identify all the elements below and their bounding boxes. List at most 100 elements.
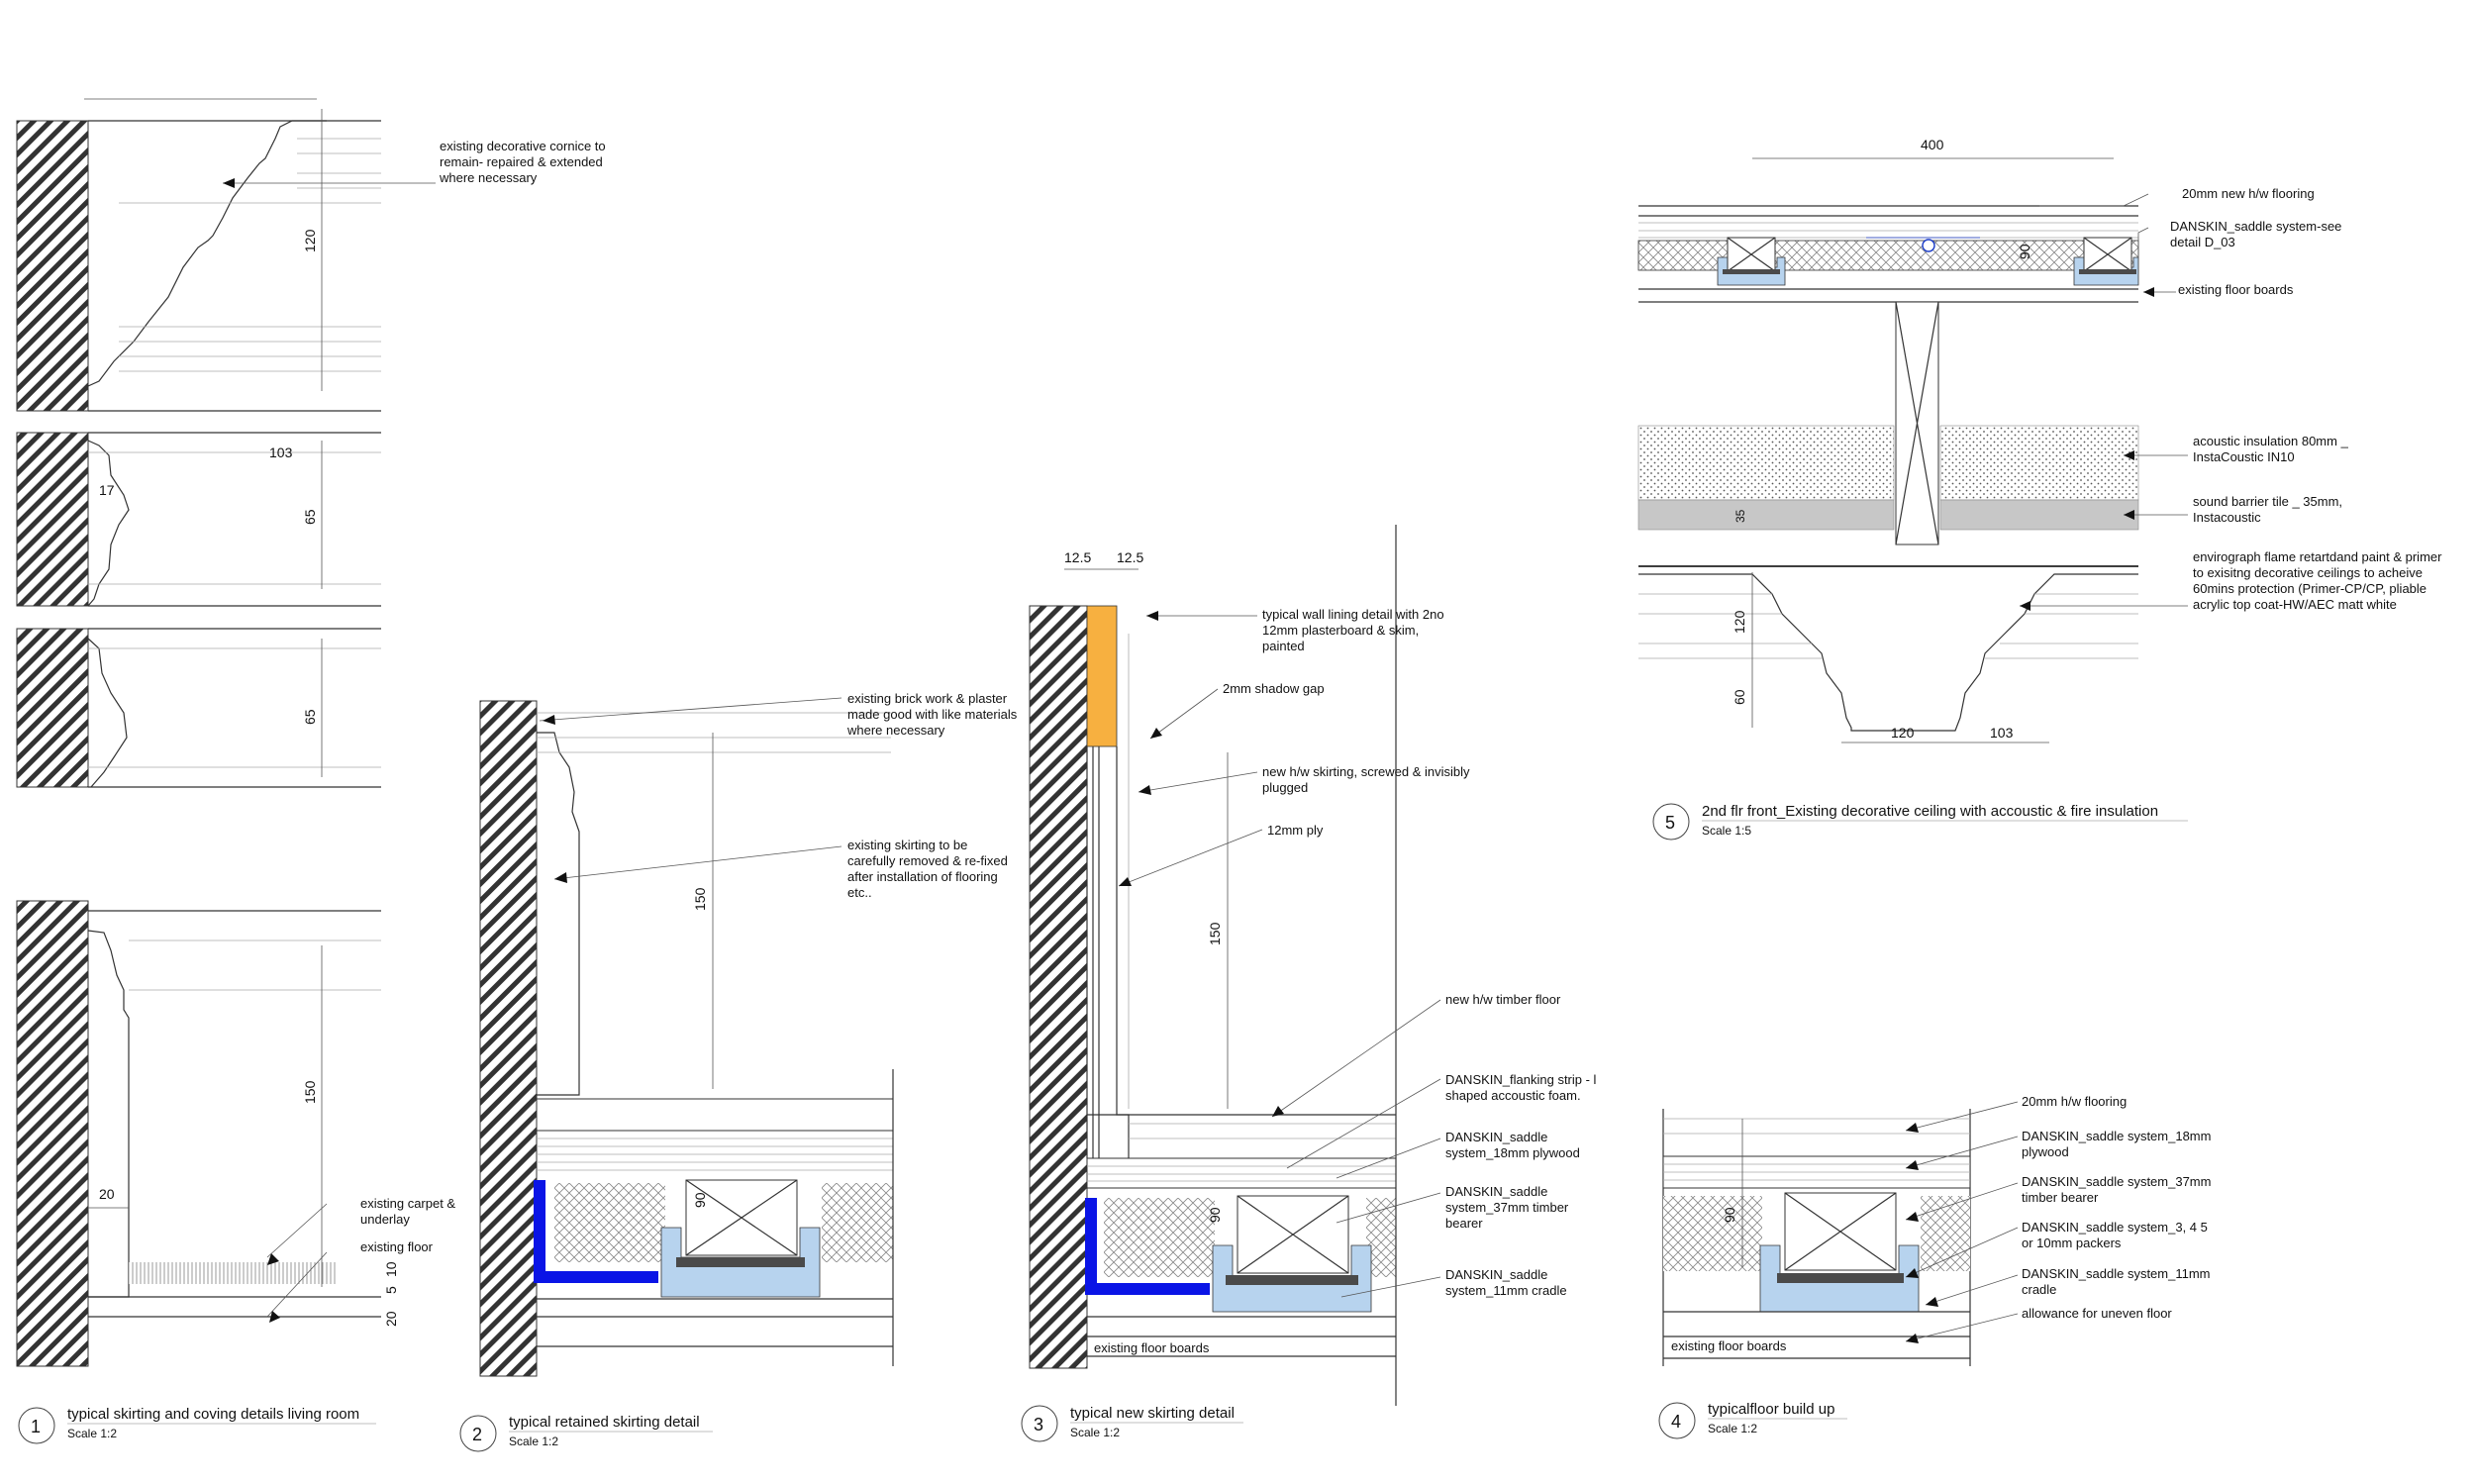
note-bearer-3: bearer xyxy=(1445,1216,1483,1231)
detail-2-scale: Scale 1:2 xyxy=(509,1435,558,1448)
note-paint-1: envirograph flame retartdand paint & pri… xyxy=(2193,549,2442,564)
note-cradle-1: DANSKIN_saddle system_11mm xyxy=(2022,1266,2211,1281)
detail-4: 90 20mm h/w flooring DANSKIN_saddle syst… xyxy=(1658,1094,2211,1439)
note-saddle-1: DANSKIN_saddle system-see xyxy=(2170,219,2341,234)
note-floor-boards: existing floor boards xyxy=(2178,282,2294,297)
note-acoustic-1: acoustic insulation 80mm _ xyxy=(2193,434,2349,448)
dim-90: 90 xyxy=(1207,1207,1223,1223)
note-floor-boards: existing floor boards xyxy=(1094,1340,1210,1355)
dim-35: 35 xyxy=(1733,509,1747,523)
note-plywood-1: DANSKIN_saddle system_18mm xyxy=(2022,1129,2211,1143)
note-flooring: 20mm new h/w flooring xyxy=(2182,186,2315,201)
dim-5: 5 xyxy=(383,1286,399,1294)
note-brick-3: where necessary xyxy=(846,723,945,738)
dim-10: 10 xyxy=(383,1261,399,1277)
note-carpet-1: existing carpet & xyxy=(360,1196,455,1211)
dim-20b: 20 xyxy=(383,1311,399,1327)
dado-section: 65 xyxy=(16,628,381,788)
cornice-section: 120 existing decorative cornice to remai… xyxy=(16,98,606,412)
detail-5-title-text: 2nd flr front_Existing decorative ceilin… xyxy=(1702,803,2158,820)
note-barrier-1: sound barrier tile _ 35mm, xyxy=(2193,494,2342,509)
note-paint-2: to exisitng decorative ceilings to achei… xyxy=(2193,565,2423,580)
dim-400: 400 xyxy=(1921,137,1944,152)
note-flooring: 20mm h/w flooring xyxy=(2022,1094,2127,1109)
note-skirting-1: new h/w skirting, screwed & invisibly xyxy=(1262,764,1470,779)
note-skirting-2: plugged xyxy=(1262,780,1308,795)
detail-1-number: 1 xyxy=(31,1417,41,1436)
detail-1: 120 existing decorative cornice to remai… xyxy=(16,98,606,1444)
note-flanking-2: shaped accoustic foam. xyxy=(1445,1088,1581,1103)
dim-120b: 120 xyxy=(1891,725,1915,741)
note-cornice-3: where necessary xyxy=(439,170,538,185)
note-existing-floor: existing floor xyxy=(360,1239,434,1254)
dim-150: 150 xyxy=(692,887,708,911)
dim-65b: 65 xyxy=(302,709,318,725)
note-paint-3: 60mins protection (Primer-CP/CP, pliable xyxy=(2193,581,2426,596)
note-uneven-floor: allowance for uneven floor xyxy=(2022,1306,2172,1321)
note-brick-1: existing brick work & plaster xyxy=(847,691,1008,706)
note-floor-boards: existing floor boards xyxy=(1671,1338,1787,1353)
dim-120: 120 xyxy=(302,229,318,252)
note-packers-2: or 10mm packers xyxy=(2022,1236,2122,1250)
dim-90: 90 xyxy=(2017,244,2032,259)
dim-65a: 65 xyxy=(302,509,318,525)
dim-90: 90 xyxy=(692,1192,708,1208)
dim-60: 60 xyxy=(1732,689,1747,705)
dim-12-5b: 12.5 xyxy=(1117,549,1143,565)
dim-120: 120 xyxy=(1732,610,1747,634)
note-skirting-1: existing skirting to be xyxy=(847,838,967,852)
note-bearer-2: timber bearer xyxy=(2022,1190,2099,1205)
detail-4-scale: Scale 1:2 xyxy=(1708,1422,1757,1435)
note-barrier-2: Instacoustic xyxy=(2193,510,2261,525)
note-ply: 12mm ply xyxy=(1267,823,1324,838)
detail-1-scale: Scale 1:2 xyxy=(67,1427,117,1440)
detail-3-scale: Scale 1:2 xyxy=(1070,1426,1120,1439)
note-cradle-2: system_11mm cradle xyxy=(1445,1283,1567,1298)
detail-5-title: 5 2nd flr front_Existing decorative ceil… xyxy=(1652,803,2188,841)
note-acoustic-2: InstaCoustic IN10 xyxy=(2193,449,2295,464)
dim-20: 20 xyxy=(99,1186,115,1202)
skirting-section: 150 20 5 10 20 existing carpet & underla… xyxy=(16,900,455,1367)
note-skirting-4: etc.. xyxy=(847,885,872,900)
detail-5-number: 5 xyxy=(1665,813,1675,833)
note-plywood-2: plywood xyxy=(2022,1144,2069,1159)
note-cradle-1: DANSKIN_saddle xyxy=(1445,1267,1547,1282)
note-bearer-1: DANSKIN_saddle xyxy=(1445,1184,1547,1199)
note-shadow-gap: 2mm shadow gap xyxy=(1223,681,1325,696)
detail-4-number: 4 xyxy=(1671,1412,1681,1432)
detail-2: 150 90 existing brick work & plaster mad… xyxy=(459,691,1018,1452)
note-brick-2: made good with like materials xyxy=(847,707,1018,722)
detail-5: 400 90 35 120 60 120 103 xyxy=(1637,137,2442,841)
note-carpet-2: underlay xyxy=(360,1212,410,1227)
dim-90: 90 xyxy=(1722,1207,1737,1223)
note-bearer-1: DANSKIN_saddle system_37mm xyxy=(2022,1174,2211,1189)
dim-150: 150 xyxy=(1207,922,1223,945)
note-cornice-2: remain- repaired & extended xyxy=(440,154,603,169)
detail-5-scale: Scale 1:5 xyxy=(1702,824,1751,838)
detail-3: 12.5 12.5 150 90 typical wall lining det… xyxy=(1021,525,1597,1442)
detail-3-title-text: typical new skirting detail xyxy=(1070,1405,1235,1422)
note-skirting-3: after installation of flooring xyxy=(847,869,998,884)
detail-3-title: 3 typical new skirting detail Scale 1:2 xyxy=(1021,1405,1243,1442)
note-bearer-2: system_37mm timber xyxy=(1445,1200,1569,1215)
detail-2-title: 2 typical retained skirting detail Scale… xyxy=(459,1414,713,1452)
dim-150: 150 xyxy=(302,1080,318,1104)
detail-1-title-text: typical skirting and coving details livi… xyxy=(67,1406,359,1423)
dim-17: 17 xyxy=(99,482,115,498)
detail-2-number: 2 xyxy=(472,1425,482,1444)
note-packers-1: DANSKIN_saddle system_3, 4 5 xyxy=(2022,1220,2208,1235)
dim-103: 103 xyxy=(269,445,293,460)
note-lining-3: painted xyxy=(1262,639,1305,653)
note-skirting-2: carefully removed & re-fixed xyxy=(847,853,1008,868)
picture-rail-section: 103 17 65 xyxy=(16,432,381,607)
note-paint-4: acrylic top coat-HW/AEC matt white xyxy=(2193,597,2397,612)
dim-103: 103 xyxy=(1990,725,2014,741)
dim-12-5a: 12.5 xyxy=(1064,549,1091,565)
note-cornice-1: existing decorative cornice to xyxy=(440,139,606,153)
detail-3-number: 3 xyxy=(1034,1415,1043,1435)
detail-4-title-text: typicalfloor build up xyxy=(1708,1401,1834,1418)
note-cradle-2: cradle xyxy=(2022,1282,2056,1297)
note-lining-2: 12mm plasterboard & skim, xyxy=(1262,623,1419,638)
detail-2-title-text: typical retained skirting detail xyxy=(509,1414,700,1431)
